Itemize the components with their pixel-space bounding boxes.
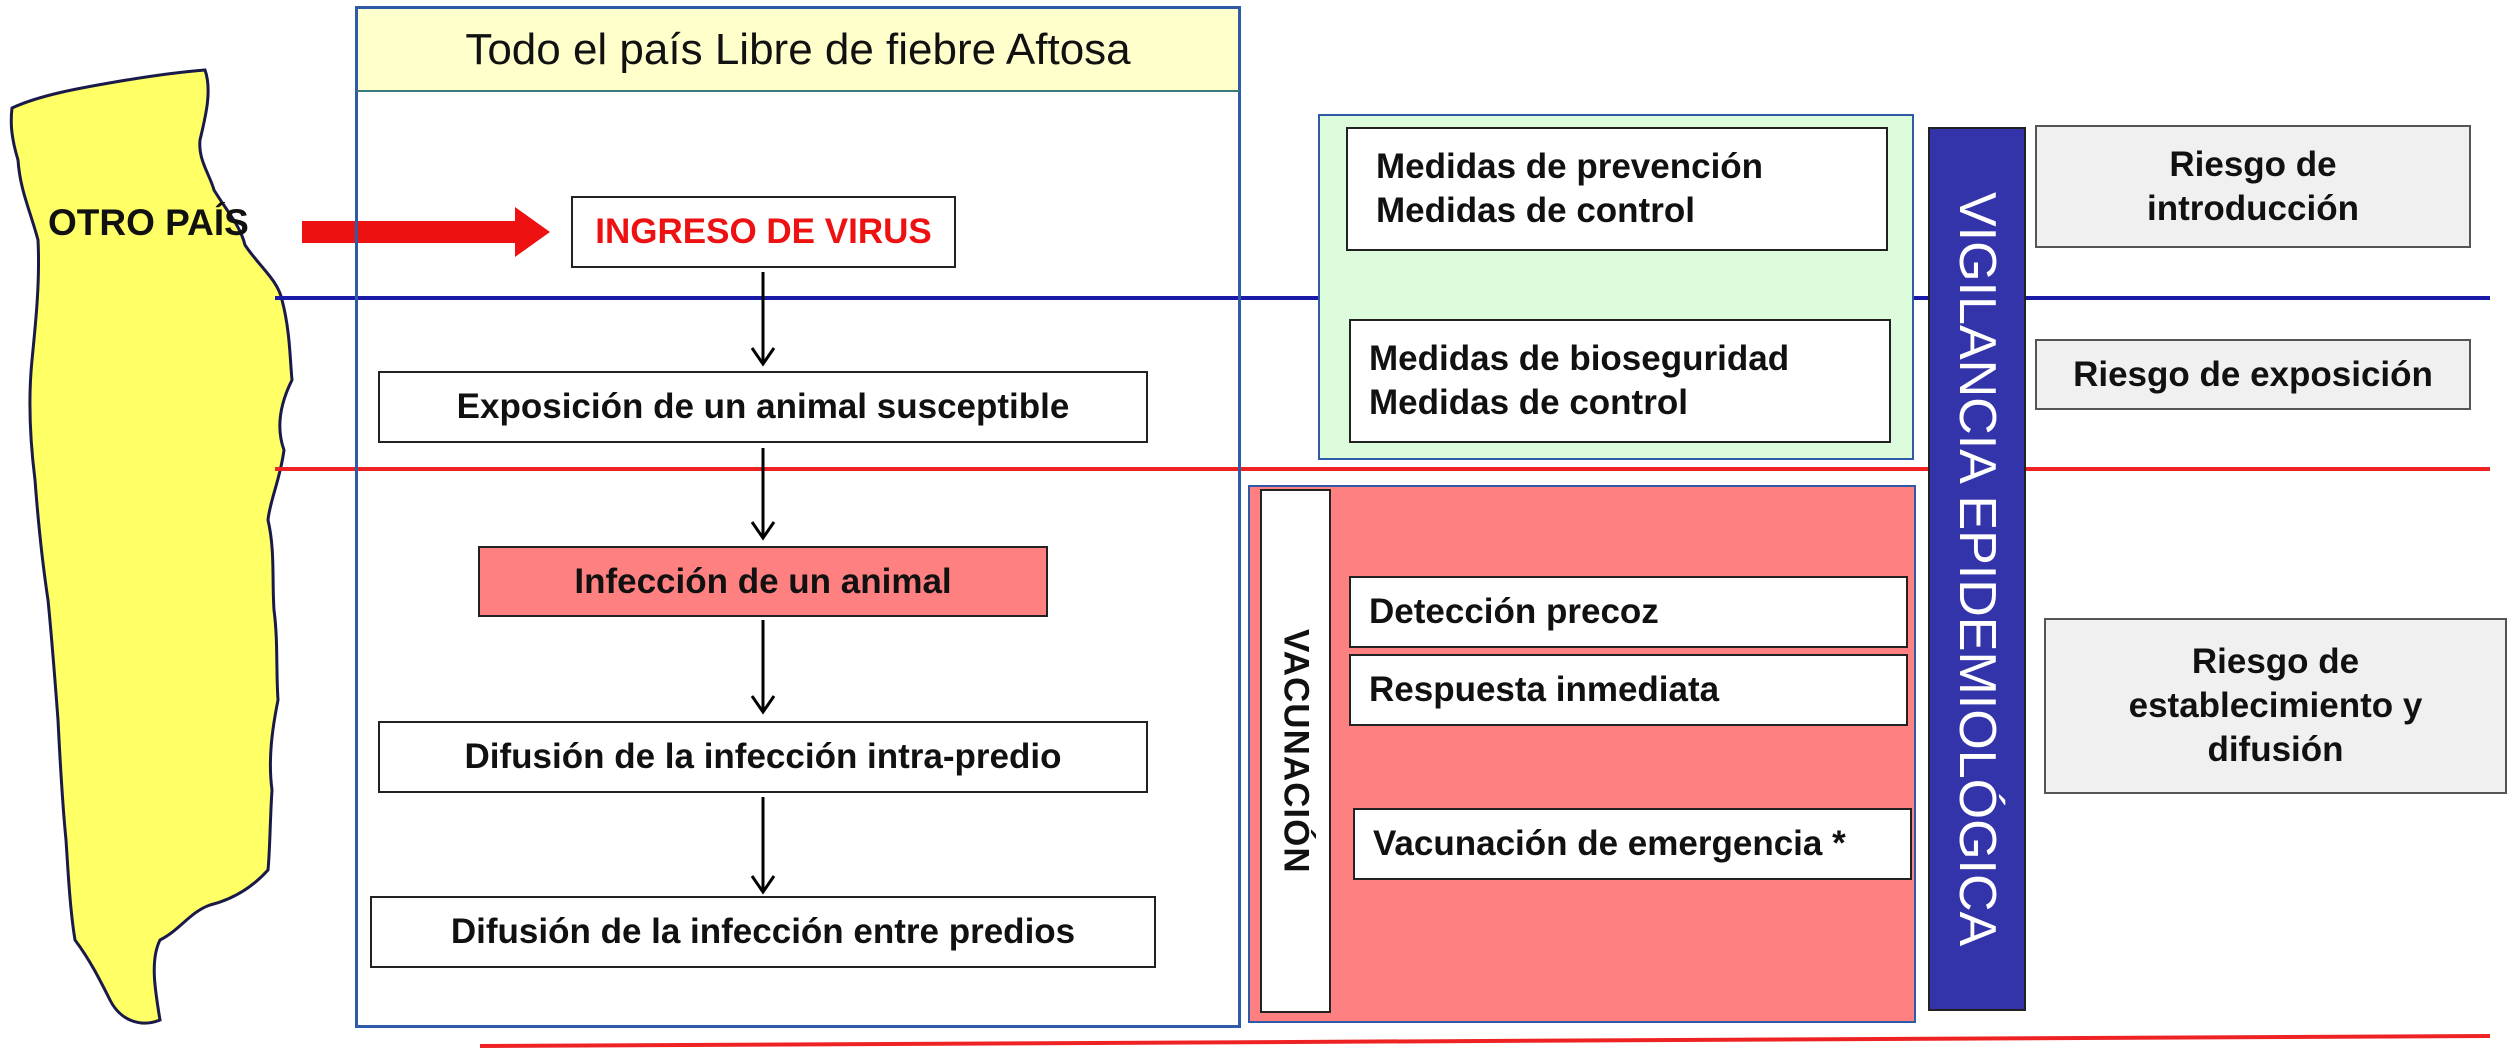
risk-introduction-box: Riesgo de introducción [2035,125,2471,248]
immediate-response-box: Respuesta inmediata [1349,654,1908,726]
red-bottom-line [479,1034,2491,1048]
prevention-measures-label: Medidas de prevención [1376,147,1764,187]
biosecurity-measures-label: Medidas de bioseguridad [1369,339,1790,379]
entry-arrow-icon [302,207,550,257]
vaccination-column: VACUNACIÓN [1260,489,1331,1013]
exposure-box: Exposición de un animal susceptible [378,371,1148,443]
country-frame [355,6,1241,1028]
biosecurity-measures-box: Medidas de bioseguridad Medidas de contr… [1349,319,1891,443]
risk-establishment-box: Riesgo de establecimiento y difusión [2044,618,2507,794]
surveillance-label: VIGILANCIA EPIDEMIOLÓGICA [1948,191,2006,947]
early-detection-box: Detección precoz [1349,576,1908,648]
control-measures-label-2: Medidas de control [1369,383,1688,422]
flow-arrows [750,272,776,895]
vaccination-label: VACUNACIÓN [1276,628,1316,874]
page-title: Todo el país Libre de fiebre Aftosa [355,6,1241,92]
emergency-vaccination-box: Vacunación de emergencia * [1353,808,1912,880]
surveillance-bar: VIGILANCIA EPIDEMIOLÓGICA [1928,127,2026,1011]
country-map-shape [9,68,294,1025]
spread-between-box: Difusión de la infección entre predios [370,896,1156,968]
response-panel [1248,485,1916,1023]
prevention-measures-box: Medidas de prevención Medidas de control [1346,127,1888,251]
spread-within-box: Difusión de la infección intra-predio [378,721,1148,793]
other-country-label: OTRO PAÍS [48,202,249,243]
virus-entry-box: INGRESO DE VIRUS [571,196,956,268]
control-measures-label: Medidas de control [1376,191,1695,230]
infection-box: Infección de un animal [478,546,1048,617]
risk-exposure-box: Riesgo de exposición [2035,339,2471,410]
